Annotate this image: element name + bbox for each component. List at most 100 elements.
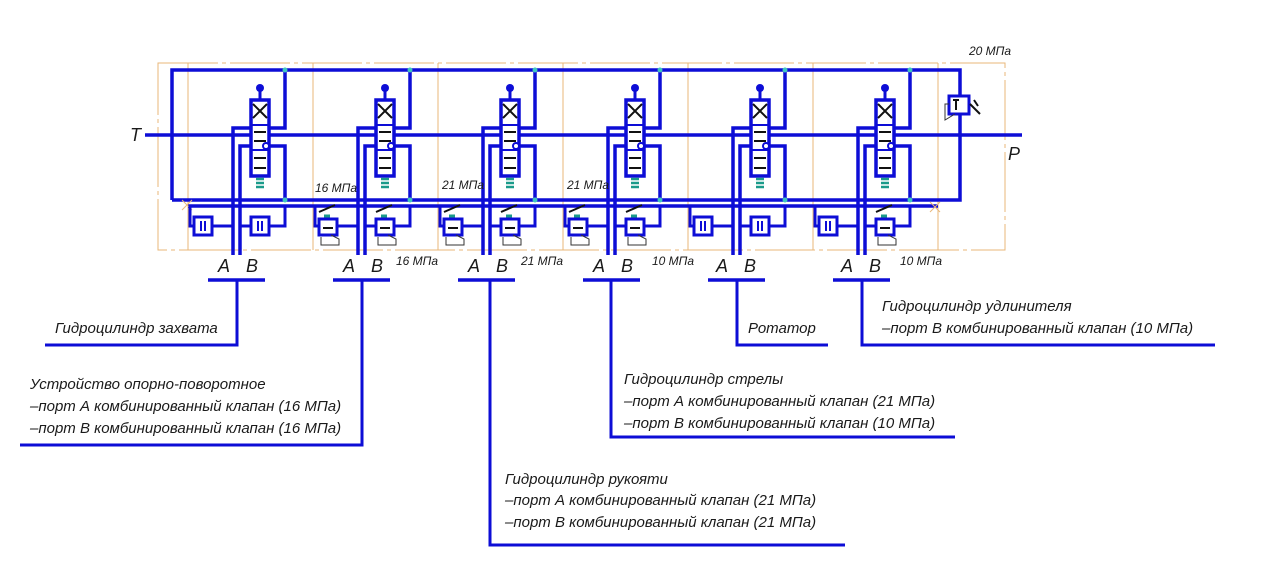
spring-icon — [881, 177, 889, 189]
title: Гидроцилиндр рукояти — [505, 471, 669, 488]
spool-handle-icon — [631, 84, 639, 92]
check-valve-body — [692, 215, 714, 237]
section-3-labels: A B 21 МПа 10 МПа — [566, 178, 694, 276]
spool-handle-icon — [381, 84, 389, 92]
spool-cross-icon — [877, 103, 893, 119]
port-b-label: B — [621, 256, 633, 276]
tank-port-label: T — [130, 125, 143, 145]
spool-cross-icon — [502, 103, 518, 119]
line: –порт В комбинированный клапан (21 МПа) — [504, 514, 816, 531]
port-junction — [887, 142, 895, 150]
check-valve-body — [249, 215, 271, 237]
port-junction — [262, 142, 270, 150]
consumer-leader-line-5 — [860, 280, 1215, 347]
valve-b-pressure: 10 МПа — [900, 254, 942, 268]
adjust-arrow-icon — [625, 204, 643, 213]
relief-valve — [944, 94, 981, 121]
line: –порт А комбинированный клапан (21 МПа) — [504, 492, 816, 509]
section-0-labels: A B — [217, 256, 258, 276]
spool-flow-icon — [254, 131, 266, 169]
junction-dot — [282, 67, 288, 73]
junction-dot — [407, 197, 413, 203]
rotator-label: Ротатор — [748, 320, 816, 337]
valve-loop — [813, 206, 858, 228]
junction-dot — [407, 67, 413, 73]
spring-adjust-icon — [969, 99, 981, 115]
pressure-port-label: P — [1008, 144, 1020, 164]
pilot-line — [944, 103, 956, 121]
valve-section-3 — [563, 67, 663, 282]
grab-cylinder-label: Гидроцилиндр захвата — [55, 320, 218, 337]
line: –порт В комбинированный клапан (10 МПа) — [623, 415, 935, 432]
spring-icon — [756, 177, 764, 189]
check-valve-body — [749, 215, 771, 237]
check-valve-icon — [825, 221, 831, 231]
spool-handle-icon — [756, 84, 764, 92]
spool-cross-icon — [377, 103, 393, 119]
pilot-line — [627, 234, 647, 246]
port-b-label: B — [371, 256, 383, 276]
adjust-arrow-icon — [500, 204, 518, 213]
slewing-device-label: Устройство опорно-поворотное –порт А ком… — [29, 376, 341, 437]
port-b-label: B — [246, 256, 258, 276]
valve-loop — [688, 206, 733, 228]
spring-icon — [256, 177, 264, 189]
adjust-arrow-icon — [318, 204, 336, 213]
spool-handle-icon — [256, 84, 264, 92]
valve-section-0 — [188, 67, 288, 282]
junction-dot — [657, 197, 663, 203]
line: –порт А комбинированный клапан (16 МПа) — [29, 398, 341, 415]
valve-loop — [313, 206, 358, 228]
relief-valve-body — [947, 94, 971, 116]
housing-outline — [157, 62, 1006, 251]
spool-flow-icon — [504, 131, 516, 169]
port-junction — [512, 142, 520, 150]
spool-handle-icon — [881, 84, 889, 92]
title: Гидроцилиндр удлинителя — [882, 298, 1072, 315]
consumer-leader-line-3 — [609, 280, 955, 439]
consumer-leader-line-4 — [735, 280, 828, 347]
relief-arrow-icon — [953, 99, 959, 110]
junction-dot — [657, 67, 663, 73]
spool-flow-icon — [754, 131, 766, 169]
spring-icon — [381, 177, 389, 189]
junction-dot — [532, 67, 538, 73]
drain-gallery-line — [170, 68, 962, 202]
valve-a-pressure: 21 МПа — [566, 178, 609, 192]
boom-cylinder-label: Гидроцилиндр стрелы –порт А комбинирован… — [623, 371, 935, 432]
port-b-label: B — [869, 256, 881, 276]
check-valve-icon — [257, 221, 263, 231]
check-valve-icon — [757, 221, 763, 231]
valve-b-pressure: 21 МПа — [520, 254, 563, 268]
check-valve-body — [192, 215, 214, 237]
section-1-labels: A B 16 МПа 16 МПа — [315, 181, 438, 276]
title: Устройство опорно-поворотное — [29, 376, 266, 393]
spool-flow-icon — [879, 131, 891, 169]
valve-loop — [188, 206, 233, 228]
valve-section-2 — [438, 67, 538, 282]
check-valve-body — [817, 215, 839, 237]
junction-dot — [907, 197, 913, 203]
valve-loop — [438, 206, 483, 228]
line: –порт В комбинированный клапан (10 МПа) — [881, 320, 1193, 337]
valve-a-pressure: 16 МПа — [315, 181, 357, 195]
port-a-label: A — [342, 256, 355, 276]
junction-dot — [782, 67, 788, 73]
consumer-leader-line-2 — [488, 280, 845, 547]
adjust-arrow-icon — [443, 204, 461, 213]
adjust-arrow-icon — [568, 204, 586, 213]
junction-dot — [907, 67, 913, 73]
cross-mark — [181, 199, 941, 213]
spring-icon — [631, 177, 639, 189]
consumer-leader-line-0 — [45, 280, 239, 347]
spool-flow-icon — [629, 131, 641, 169]
pilot-line — [570, 234, 590, 246]
port-b-label: B — [744, 256, 756, 276]
spring-icon — [506, 177, 514, 189]
pilot-line — [502, 234, 522, 246]
port-junction — [762, 142, 770, 150]
adjust-arrow-icon — [875, 204, 893, 213]
valve-b-pressure: 16 МПа — [396, 254, 438, 268]
port-junction — [387, 142, 395, 150]
valve-section-5 — [813, 67, 913, 282]
